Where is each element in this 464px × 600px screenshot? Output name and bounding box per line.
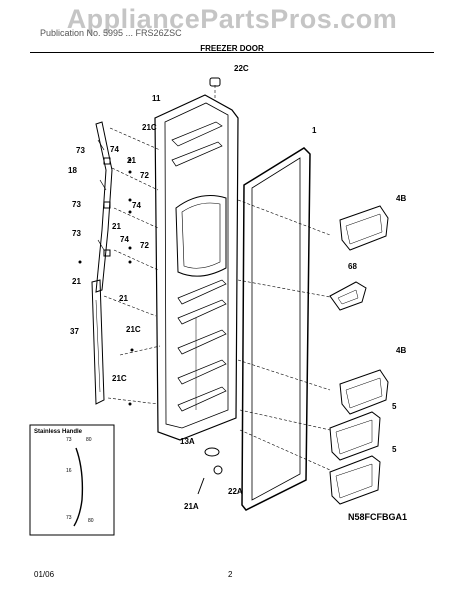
inset-label-80-bottom: 80 xyxy=(88,518,94,524)
inset-title: Stainless Handle xyxy=(34,429,83,435)
door-gasket xyxy=(241,147,311,511)
callout-5-b: 5 xyxy=(392,445,397,454)
callout-1: 1 xyxy=(312,126,317,135)
stainless-handle-inset xyxy=(29,424,115,536)
callout-5-a: 5 xyxy=(392,402,397,411)
callout-72-a: 72 xyxy=(140,171,149,180)
callout-73-c: 73 xyxy=(72,229,81,238)
footer-page-number: 2 xyxy=(228,570,233,579)
inset-label-73-bottom: 73 xyxy=(66,515,72,521)
diagram-title: FREEZER DOOR xyxy=(200,44,264,53)
callout-72-b: 72 xyxy=(140,241,149,250)
top-cap-22c xyxy=(209,77,221,87)
callout-11: 11 xyxy=(152,94,161,103)
callout-74-c: 74 xyxy=(120,235,129,244)
leader-lines xyxy=(103,84,331,471)
callout-74-a: 74 xyxy=(110,145,119,154)
callout-18: 18 xyxy=(68,166,77,175)
callout-73-b: 73 xyxy=(72,200,81,209)
callout-labels: 22C 11 21C 1 73 74 21 18 72 73 74 21 73 … xyxy=(68,64,406,511)
inset-label-80-top: 80 xyxy=(86,437,92,443)
callout-37: 37 xyxy=(70,327,79,336)
callout-21c-a: 21C xyxy=(142,123,157,132)
callout-4b-a: 4B xyxy=(396,194,406,203)
callout-21-a: 21 xyxy=(127,156,136,165)
callout-22c-top: 22C xyxy=(234,64,249,73)
callout-22a: 22A xyxy=(228,487,243,496)
footer-date: 01/06 xyxy=(34,570,55,579)
callout-21c-c: 21C xyxy=(112,374,127,383)
callout-13a: 13A xyxy=(180,437,195,446)
publication-subheader: Publication No. 5995 ... FRS26ZSC xyxy=(40,28,182,38)
inset-label-73-top: 73 xyxy=(66,437,72,443)
door-bins xyxy=(329,205,389,505)
callout-21-c: 21 xyxy=(72,277,81,286)
callout-21a: 21A xyxy=(184,502,199,511)
title-rule xyxy=(30,52,434,53)
callout-74-b: 74 xyxy=(132,201,141,210)
screws xyxy=(78,158,134,406)
inset-labels: Stainless Handle 73 80 16 73 80 xyxy=(34,429,94,524)
callout-68: 68 xyxy=(348,262,357,271)
watermark: AppliancePartsPros.com xyxy=(66,4,398,34)
freezer-door-liner xyxy=(154,94,239,441)
callout-73-a: 73 xyxy=(76,146,85,155)
handle-assembly xyxy=(91,121,113,405)
callout-21-b: 21 xyxy=(112,222,121,231)
callout-4b-b: 4B xyxy=(396,346,406,355)
callout-21-d: 21 xyxy=(119,294,128,303)
diagram-code: N58FCFBGA1 xyxy=(348,512,408,522)
bottom-hinge-parts xyxy=(197,447,223,495)
callout-21c-b: 21C xyxy=(126,325,141,334)
inset-label-16: 16 xyxy=(66,468,72,474)
